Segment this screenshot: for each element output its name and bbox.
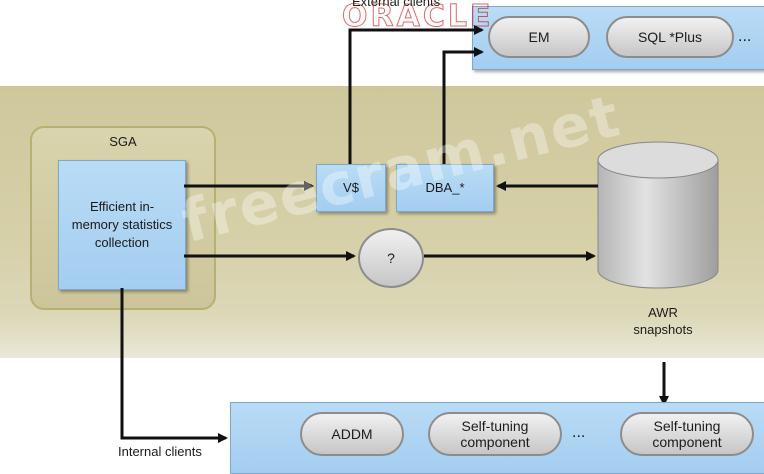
awr-label-line2: snapshots	[633, 322, 693, 337]
client-sqlplus-label: SQL *Plus	[637, 29, 703, 45]
awr-label-line1: AWR	[648, 305, 678, 320]
awr-label: AWR snapshots	[618, 304, 708, 338]
arrow-stats-to-internal	[120, 288, 228, 443]
client-sqlplus[interactable]: SQL *Plus	[606, 16, 734, 58]
internal-client-addm-label: ADDM	[331, 426, 373, 442]
internal-client-selftuning-2[interactable]: Self-tuning component	[620, 412, 754, 456]
internal-clients-ellipsis: ...	[572, 424, 586, 441]
client-em-label: EM	[528, 29, 550, 45]
internal-client-selftuning-1[interactable]: Self-tuning component	[428, 412, 562, 456]
internal-client-selftuning-1-label: Self-tuning component	[460, 418, 530, 450]
statistics-collection-box: Efficient in-memory statistics collectio…	[58, 160, 186, 290]
unknown-process-circle: ?	[358, 228, 424, 288]
statistics-collection-label: Efficient in-memory statistics collectio…	[71, 199, 173, 250]
oracle-logo: ORACLE	[341, 0, 494, 34]
sga-label: SGA	[109, 134, 137, 149]
arrow-dba-to-external	[442, 47, 484, 164]
awr-cylinder	[597, 141, 719, 289]
internal-clients-label: Internal clients	[118, 444, 202, 459]
external-clients-label: External clients	[352, 0, 441, 9]
v-dollar-label: V$	[343, 180, 359, 195]
unknown-process-label: ?	[387, 250, 395, 266]
internal-client-addm[interactable]: ADDM	[300, 412, 404, 456]
v-dollar-box: V$	[316, 164, 386, 212]
arrow-vdollar-to-em	[348, 25, 484, 164]
dba-box: DBA_*	[396, 164, 494, 212]
external-clients-ellipsis: ...	[738, 28, 752, 45]
client-em[interactable]: EM	[488, 16, 590, 58]
internal-client-selftuning-2-label: Self-tuning component	[652, 418, 722, 450]
dba-label: DBA_*	[425, 180, 465, 195]
